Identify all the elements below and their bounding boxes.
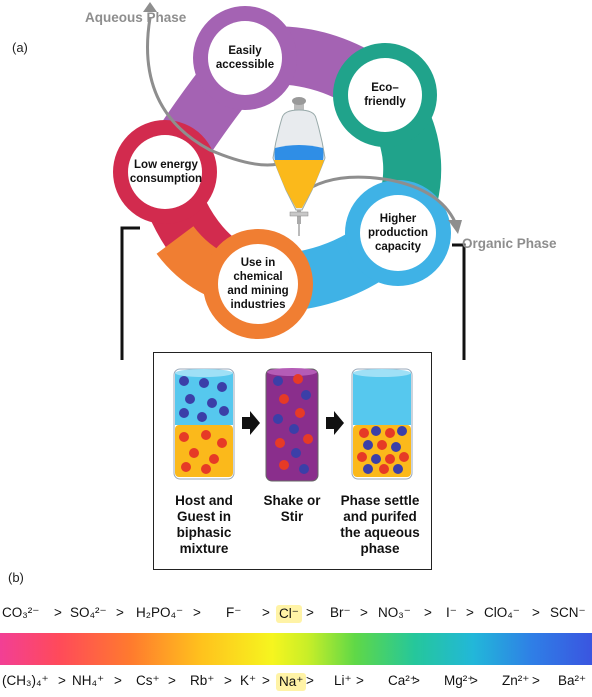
ion-label: SO₄²⁻ [70,605,107,620]
greater-than-sign: > [306,673,314,688]
advantage-label-accessible: Easily accessible [215,45,275,71]
ion-label: Li⁺ [334,673,352,688]
vial-settled-icon [351,368,413,480]
greater-than-sign: > [224,673,232,688]
aqueous-arrow-head [143,2,157,12]
advantage-label-capacity: Higher production capacity [367,213,429,253]
advantage-circle-industries [218,244,298,324]
organic-arrow-head [448,220,462,234]
advantage-circle-eco [348,58,422,132]
ion-label: Ba²⁺ [558,673,587,688]
ion-label: I⁻ [446,605,457,620]
greater-than-sign: > [470,673,478,688]
ion-label: SCN⁻ [550,605,586,620]
arrow-right-icon-2 [326,411,344,435]
advantage-label-eco: Eco– friendly [364,82,406,108]
step-label-settle: Phase settle and purifed the aqueous pha… [340,493,420,556]
greater-than-sign: > [306,605,314,620]
organic-phase-label: Organic Phase [462,236,557,251]
cation-series: (CH₃)₄⁺>NH₄⁺>Cs⁺>Rb⁺>K⁺>Na⁺>Li⁺>Ca²⁺>Mg²… [0,673,592,697]
right-connector-line [452,243,466,360]
hofmeister-gradient-bar [0,633,592,665]
advantage-circle-capacity [360,195,436,271]
ion-label: Ca²⁺ [388,673,417,688]
ion-label: Na⁺ [276,673,307,691]
greater-than-sign: > [114,673,122,688]
ion-label: ClO₄⁻ [484,605,520,620]
greater-than-sign: > [168,673,176,688]
greater-than-sign: > [54,605,62,620]
greater-than-sign: > [193,605,201,620]
ion-label: K⁺ [240,673,257,688]
ion-label: Cl⁻ [276,605,302,623]
greater-than-sign: > [412,673,420,688]
panel-label-a: (a) [12,40,28,55]
greater-than-sign: > [466,605,474,620]
step-label-shake: Shake or Stir [263,493,321,524]
anion-series: CO₃²⁻ > SO₄²⁻ > H₂PO₄⁻ > F⁻ > Cl⁻ > Br⁻ > NO₃⁻ > I⁻ > Cl… [0,605,592,629]
advantage-label-energy: Low energy consumption [129,159,203,185]
greater-than-sign: > [360,605,368,620]
greater-than-sign: > [58,673,66,688]
arrow-right-icon [242,411,260,435]
greater-than-sign: > [532,605,540,620]
panel-label-b: (b) [8,570,24,585]
greater-than-sign: > [424,605,432,620]
extraction-vials [173,368,413,482]
ion-label: Rb⁺ [190,673,215,688]
ion-label: Zn²⁺ [502,673,530,688]
ion-label: F⁻ [226,605,242,620]
ion-label: CO₃²⁻ [2,605,40,620]
ion-label: NH₄⁺ [72,673,105,688]
aqueous-phase-label: Aqueous Phase [85,10,187,25]
advantage-circle-accessible [208,21,282,95]
ion-label: NO₃⁻ [378,605,411,620]
left-connector-line [120,226,140,360]
greater-than-sign: > [356,673,364,688]
vial-mixed-icon [265,368,319,482]
greater-than-sign: > [262,605,270,620]
ion-label: Mg²⁺ [444,673,475,688]
greater-than-sign: > [262,673,270,688]
ion-label: H₂PO₄⁻ [136,605,184,620]
advantage-circle-energy [128,135,202,209]
ion-label: Cs⁺ [136,673,160,688]
ion-label: (CH₃)₄⁺ [2,673,49,688]
greater-than-sign: > [116,605,124,620]
extraction-process-box: Host and Guest in biphasic mixture Shake… [153,352,432,570]
advantage-label-industries: Use in chemical and mining industries [227,257,289,311]
greater-than-sign: > [532,673,540,688]
vial-biphasic-icon [173,368,235,480]
ion-label: Br⁻ [330,605,351,620]
organic-arrow-line [299,175,457,223]
advantages-ring [113,2,466,360]
step-label-biphasic: Host and Guest in biphasic mixture [175,493,233,556]
separatory-funnel-icon [272,97,326,236]
